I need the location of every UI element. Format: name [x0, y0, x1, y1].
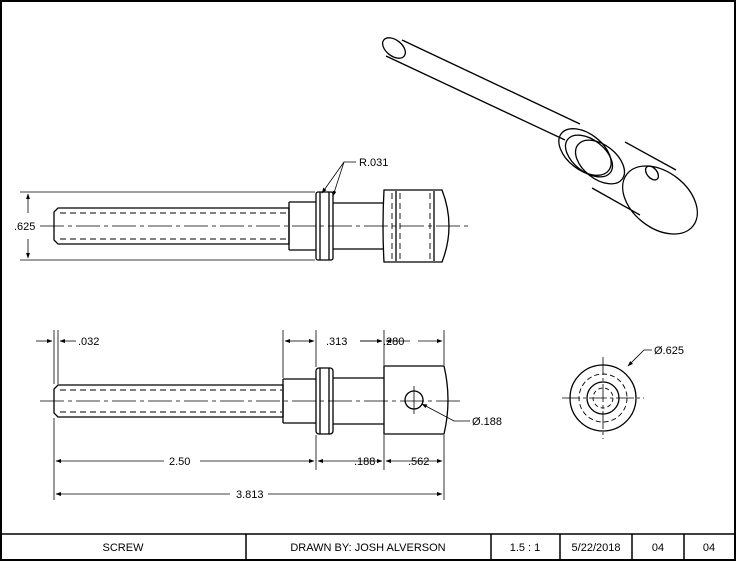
title-block-number: 04 — [703, 542, 715, 554]
front-view-hole-label: Ø.188 — [472, 416, 502, 428]
title-block-scale: 1.5 : 1 — [510, 542, 541, 554]
front-view-head-offset-label: .280 — [383, 336, 404, 348]
top-view-radius-label: R.031 — [359, 157, 388, 169]
front-view-chamfer-label: .032 — [78, 336, 99, 348]
end-view-diameter-label: Ø.625 — [654, 345, 684, 357]
front-view-head-length-label: .562 — [408, 456, 429, 468]
title-block-date: 5/22/2018 — [572, 542, 621, 554]
top-view — [20, 161, 468, 263]
isometric-view — [381, 37, 698, 235]
title-block-sheet: 04 — [652, 542, 664, 554]
isometric-head-face — [622, 165, 698, 235]
front-view-shank-length-label: 2.50 — [169, 456, 190, 468]
title-block-drawn-by: DRAWN BY: JOSH ALVERSON — [290, 542, 445, 554]
front-view — [36, 330, 470, 500]
title-block — [1, 533, 735, 560]
end-view — [562, 349, 652, 439]
top-view-diameter-label: .625 — [14, 221, 35, 233]
top-view-head — [382, 189, 450, 263]
front-view-neck-length-label: .188 — [354, 456, 375, 468]
title-block-part-name: SCREW — [103, 542, 145, 554]
front-view-collar-label: .313 — [326, 336, 347, 348]
front-view-head — [383, 365, 449, 435]
front-view-overall-length-label: 3.813 — [236, 489, 264, 501]
